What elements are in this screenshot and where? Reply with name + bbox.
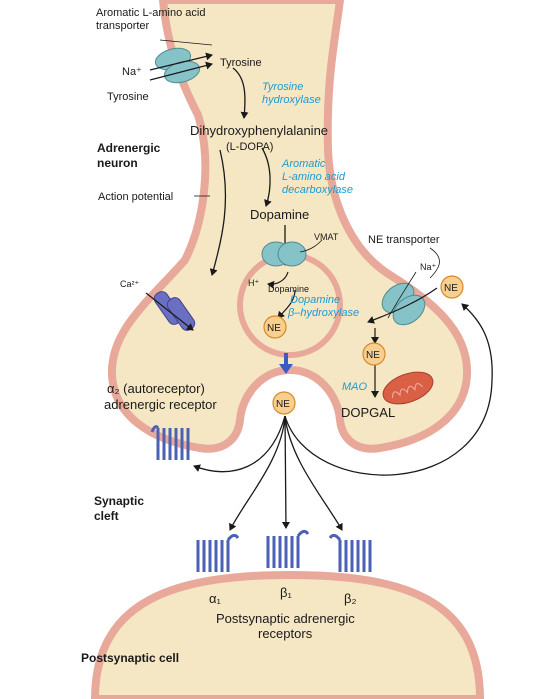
tyrosine-right-label: Tyrosine (220, 57, 262, 69)
transporter-label-line2: transporter (96, 20, 150, 32)
vmat-label: VMAT (314, 232, 339, 242)
ne-cleft-molecule (272, 391, 296, 415)
dopa-label: Dihydroxyphenylalanine (190, 123, 328, 138)
ne-cleft-text: NE (276, 399, 290, 410)
neuron-label-line2: neuron (97, 156, 138, 170)
postsynaptic-cell-label: Postsynaptic cell (81, 651, 179, 665)
tyrosine-hydroxylase-line2: hydroxylase (262, 94, 321, 106)
synaptic-cleft-line2: cleft (94, 509, 119, 523)
neuron-label-line1: Adrenergic (97, 141, 161, 155)
beta1-label: β₁ (280, 585, 292, 600)
postsynaptic-receptors-line1: Postsynaptic adrenergic (216, 611, 355, 626)
ne-vesicle-text: NE (267, 323, 281, 334)
dopa-abbrev-label: (L-DOPA) (226, 141, 273, 153)
ne-vesicle-molecule (263, 315, 287, 339)
na-right-label: Na⁺ (420, 262, 437, 272)
dopamine-label: Dopamine (250, 207, 309, 222)
presynaptic-neuron-membrane (107, 0, 472, 453)
tyrosine-hydroxylase-line1: Tyrosine (262, 81, 303, 93)
alpha2-label-line1: α₂ (autoreceptor) (107, 381, 205, 396)
dbh-line2: β–hydroxylase (287, 307, 359, 319)
synaptic-cleft-line1: Synaptic (94, 494, 144, 508)
ne-reuptake-text: NE (444, 283, 458, 294)
dbh-line1: Dopamine (290, 294, 340, 306)
alpha2-label-line2: adrenergic receptor (104, 397, 217, 412)
beta2-label: β₂ (344, 591, 357, 606)
dopamine-small-label: Dopamine (268, 284, 309, 294)
transporter-label-line1: Aromatic L-amino acid (96, 7, 205, 19)
aadc-line1: Aromatic (281, 158, 326, 170)
postsynaptic-receptors-line2: receptors (258, 626, 313, 641)
dopgal-label: DOPGAL (341, 405, 395, 420)
ne-reuptake-molecule (440, 275, 464, 299)
mao-label: MAO (342, 381, 368, 393)
beta1-receptor (266, 529, 310, 568)
h-plus-label: H⁺ (248, 278, 259, 288)
ne-transporter-label: NE transporter (368, 234, 440, 246)
ne-cytosol-molecule (362, 342, 386, 366)
action-potential-label: Action potential (98, 191, 173, 203)
na-left-label: Na⁺ (122, 66, 142, 78)
beta2-receptor (328, 533, 372, 572)
postsynaptic-membrane (90, 570, 485, 699)
alpha1-label: α₁ (209, 591, 222, 606)
vmat-transporter (261, 241, 307, 267)
ca-label: Ca²⁺ (120, 279, 140, 289)
aadc-line2: L-amino acid (282, 171, 346, 183)
ne-cytosol-text: NE (366, 350, 380, 361)
alpha2-receptor (150, 425, 190, 460)
aadc-line3: decarboxylase (282, 184, 353, 196)
mitochondrion (382, 371, 434, 405)
alpha1-receptor (196, 533, 240, 572)
tyrosine-left-label: Tyrosine (107, 91, 149, 103)
